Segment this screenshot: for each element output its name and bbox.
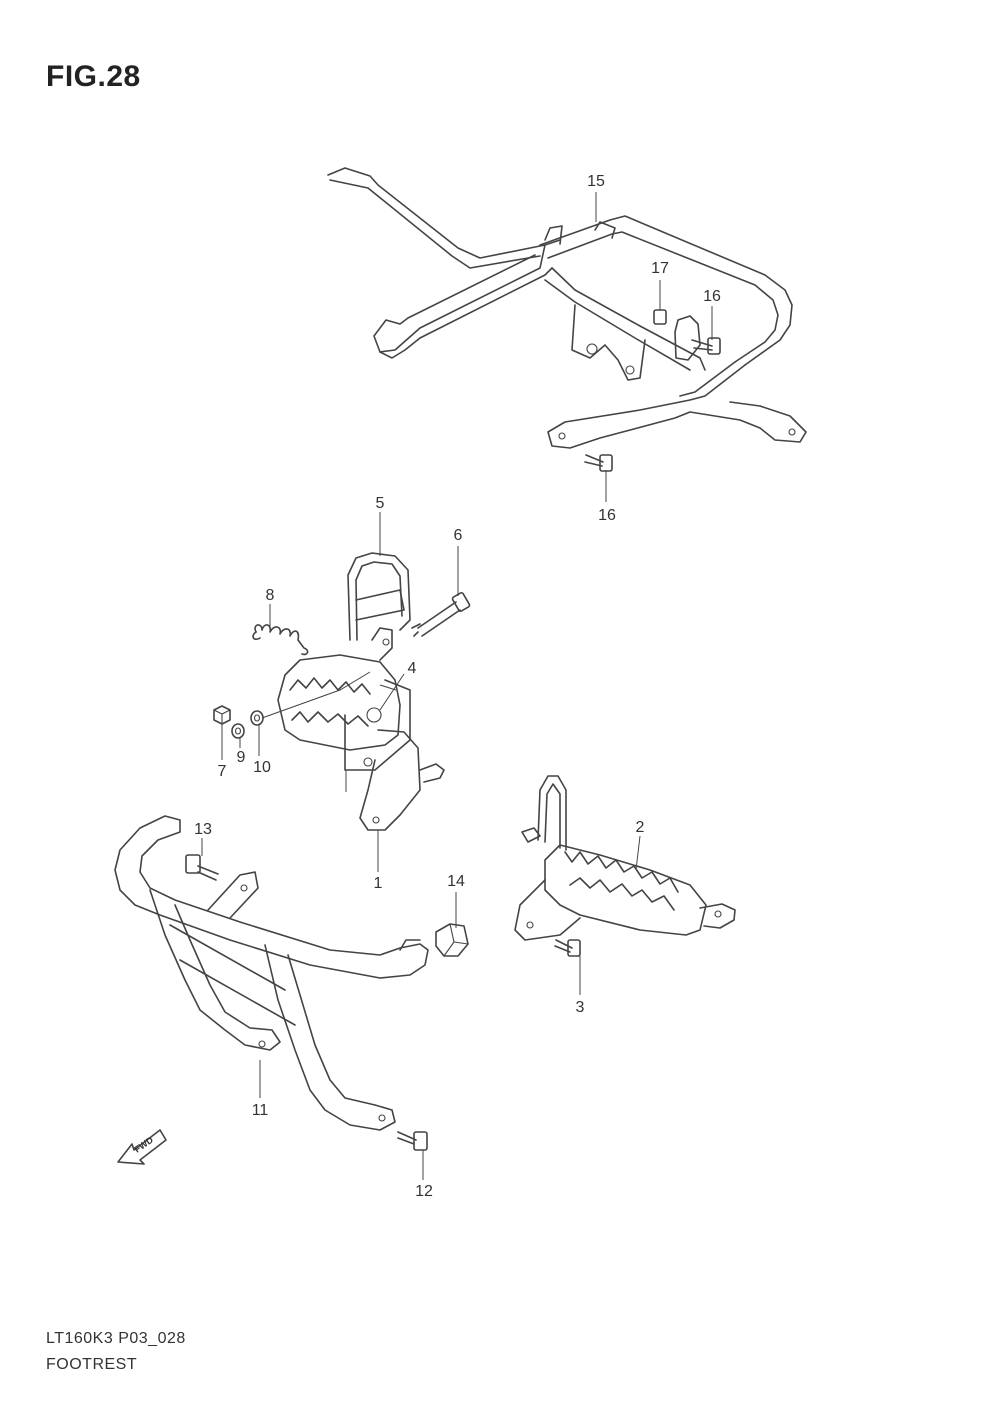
pin-part-6 <box>411 592 471 637</box>
callout-1: 1 <box>374 875 383 892</box>
callout-6: 6 <box>454 527 463 544</box>
bolt-part-13 <box>185 854 219 881</box>
footrest-part-1 <box>277 654 445 831</box>
callout-10: 10 <box>253 759 271 776</box>
leader-lines <box>201 192 713 1180</box>
callout-4: 4 <box>408 660 417 677</box>
washer-part-10 <box>250 710 264 726</box>
callout-17: 17 <box>651 260 669 277</box>
rear-frame-part-15 <box>327 167 807 449</box>
figure-title: FIG.28 <box>46 60 141 93</box>
guard-part-11 <box>114 815 429 1131</box>
section-name: FOOTREST <box>46 1356 138 1373</box>
callout-8: 8 <box>266 587 275 604</box>
spring-part-8 <box>252 624 309 656</box>
callout-5: 5 <box>376 495 385 512</box>
forward-direction-arrow: FWD <box>117 1129 167 1165</box>
callout-16-upper: 16 <box>703 288 721 305</box>
bolt-part-16-upper <box>691 337 721 355</box>
callout-3: 3 <box>576 999 585 1016</box>
callout-13: 13 <box>194 821 212 838</box>
callout-15: 15 <box>587 173 605 190</box>
bolt-part-16-lower <box>584 454 613 472</box>
bolt-part-12 <box>397 1131 428 1151</box>
washer-part-9 <box>231 723 245 739</box>
footrest-part-2 <box>514 775 736 941</box>
nut-part-17 <box>653 309 667 325</box>
bolt-part-3 <box>554 939 581 957</box>
callout-labels: 15 17 16 16 5 6 8 4 7 9 10 1 2 3 13 14 1… <box>194 173 721 1200</box>
footrest-bracket-part-5 <box>347 552 411 661</box>
callout-16-lower: 16 <box>598 507 616 524</box>
callout-11: 11 <box>252 1102 269 1119</box>
cap-part-14 <box>435 923 469 957</box>
callout-2: 2 <box>636 819 645 836</box>
callout-14: 14 <box>447 873 465 890</box>
callout-12: 12 <box>415 1183 433 1200</box>
model-code: LT160K3 P03_028 <box>46 1330 186 1347</box>
callout-9: 9 <box>237 749 246 766</box>
assembly-guide-lines <box>261 671 397 792</box>
nut-part-7 <box>213 705 231 725</box>
callout-7: 7 <box>218 763 227 780</box>
